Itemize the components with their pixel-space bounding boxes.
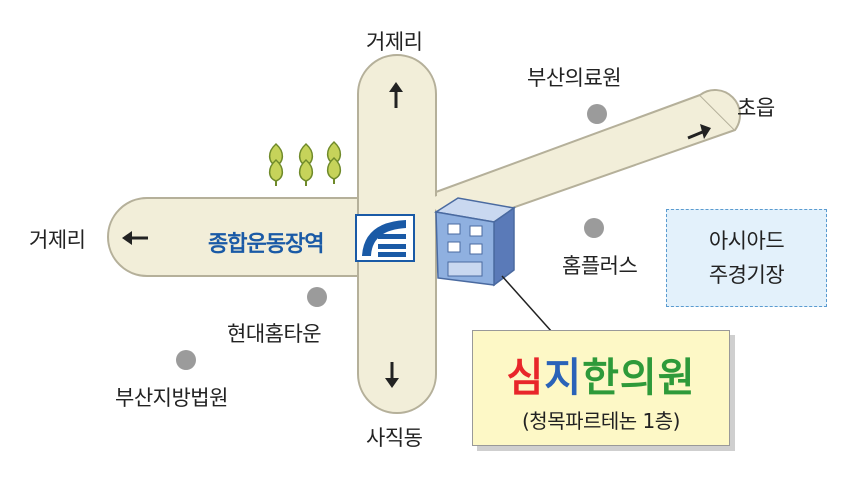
- clinic-subtitle: (청목파르테논 1층): [522, 409, 681, 433]
- building-icon: [433, 197, 516, 287]
- label-busan-district-court: 부산지방법원: [115, 386, 228, 410]
- clinic-name-char: 지: [544, 355, 583, 401]
- landmark-dot-hyundai: [307, 287, 327, 307]
- landmark-dot-homeplus: [584, 218, 604, 238]
- label-west-geojeri: 거제리: [29, 228, 86, 252]
- trees-icon: [268, 140, 342, 186]
- label-homeplus: 홈플러스: [562, 254, 638, 278]
- subway-station-icon: [355, 214, 415, 262]
- asiad-stadium-box: 아시아드 주경기장: [666, 209, 827, 307]
- landmark-dot-court: [176, 350, 196, 370]
- clinic-pointer-line: [501, 275, 553, 333]
- label-busan-medical-center: 부산의료원: [527, 66, 622, 90]
- clinic-name: 심지한의원: [473, 345, 729, 403]
- label-northeast-choeup: 초읍: [737, 96, 775, 120]
- landmark-dot-hospital: [587, 104, 607, 124]
- clinic-callout: 심지한의원 (청목파르테논 1층): [472, 330, 730, 446]
- clinic-name-char: 의: [619, 355, 658, 401]
- arrow-south-icon: [385, 362, 399, 388]
- label-hyundai-hometown: 현대홈타운: [227, 322, 322, 346]
- stadium-line2: 주경기장: [708, 263, 785, 287]
- arrow-west-icon: [122, 231, 148, 245]
- clinic-name-char: 원: [657, 355, 696, 401]
- arrow-northeast-icon: [687, 124, 711, 140]
- label-sports-complex-station: 종합운동장역: [208, 232, 324, 257]
- arrow-north-icon: [389, 82, 403, 108]
- label-north-geojeri: 거제리: [366, 30, 423, 54]
- label-south-sajikdong: 사직동: [366, 426, 423, 450]
- stadium-line1: 아시아드: [708, 229, 785, 253]
- clinic-name-char: 한: [582, 355, 620, 401]
- clinic-name-char: 심: [506, 355, 545, 401]
